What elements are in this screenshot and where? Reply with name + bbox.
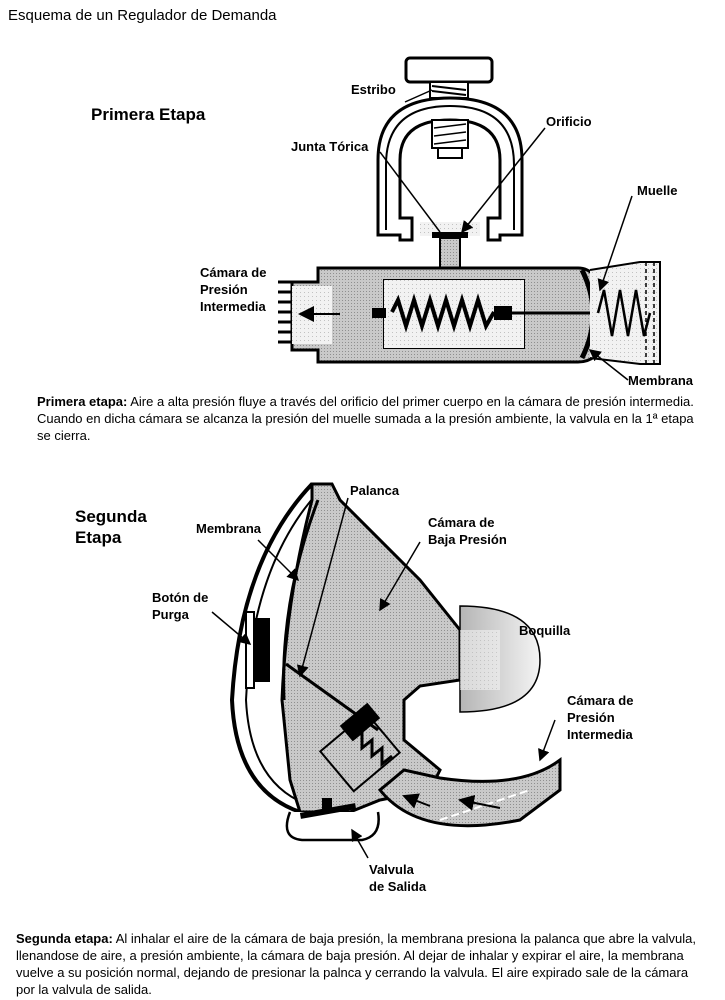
second-stage-title: Segunda Etapa	[75, 506, 147, 548]
second-stage-drawing	[211, 482, 562, 859]
label-exhaust-line1: Valvula	[369, 862, 414, 877]
yoke-knob	[404, 56, 494, 84]
label-mid-chamber-line2: Presión	[567, 710, 615, 725]
label-purge-line1: Botón de	[152, 590, 209, 605]
label-purge-button: Botón de Purga	[152, 589, 208, 623]
label-chamber-line1: Cámara de	[200, 265, 267, 280]
second-stage-title-line1: Segunda	[75, 507, 147, 526]
label-yoke: Estribo	[351, 82, 396, 97]
label-mouthpiece: Boquilla	[519, 623, 571, 638]
label-exhaust-valve: Valvula de Salida	[369, 861, 426, 895]
label-chamber-line2: Presión	[200, 282, 248, 297]
intermediate-hose	[377, 757, 562, 828]
label-first-membrane: Membrana	[628, 373, 694, 388]
outer-cover	[229, 482, 314, 814]
label-purge-line2: Purga	[152, 607, 189, 622]
first-stage-spring	[596, 289, 652, 337]
yoke-body	[376, 96, 524, 242]
label-low-chamber-line2: Baja Presión	[428, 532, 507, 547]
second-stage-title-line2: Etapa	[75, 528, 122, 547]
first-stage-caption-text: Aire a alta presión fluye a través del o…	[37, 394, 694, 443]
second-stage-caption-text: Al inhalar el aire de la cámara de baja …	[16, 931, 696, 997]
label-exhaust-line2: de Salida	[369, 879, 427, 894]
label-mid-pressure-chamber: Cámara de Presión Intermedia	[567, 692, 633, 743]
label-mid-chamber-line1: Cámara de	[567, 693, 634, 708]
label-o-ring: Junta Tórica	[291, 139, 369, 154]
second-stage-spring	[351, 728, 393, 768]
first-stage-caption: Primera etapa: Aire a alta presión fluye…	[37, 393, 707, 444]
label-intermediate-chamber: Cámara de Presión Intermedia	[200, 264, 266, 315]
label-spring: Muelle	[637, 183, 678, 198]
label-low-pressure-chamber: Cámara de Baja Presión	[428, 514, 507, 548]
label-chamber-line3: Intermedia	[200, 299, 266, 314]
first-stage-title: Primera Etapa	[91, 105, 206, 124]
label-low-chamber-line1: Cámara de	[428, 515, 495, 530]
page-title: Esquema de un Regulador de Demanda	[8, 7, 277, 24]
first-stage-valve-spring	[390, 293, 496, 333]
second-stage-membrane	[282, 499, 320, 701]
label-lever: Palanca	[350, 483, 400, 498]
label-orifice: Orificio	[546, 114, 592, 129]
o-ring	[432, 232, 468, 238]
second-stage-caption: Segunda etapa: Al inhalar el aire de la …	[16, 930, 710, 998]
first-stage-drawing	[278, 56, 661, 381]
first-stage-caption-lead: Primera etapa:	[37, 394, 128, 409]
label-second-membrane: Membrana	[196, 521, 262, 536]
label-mid-chamber-line3: Intermedia	[567, 727, 633, 742]
second-stage-caption-lead: Segunda etapa:	[16, 931, 113, 946]
